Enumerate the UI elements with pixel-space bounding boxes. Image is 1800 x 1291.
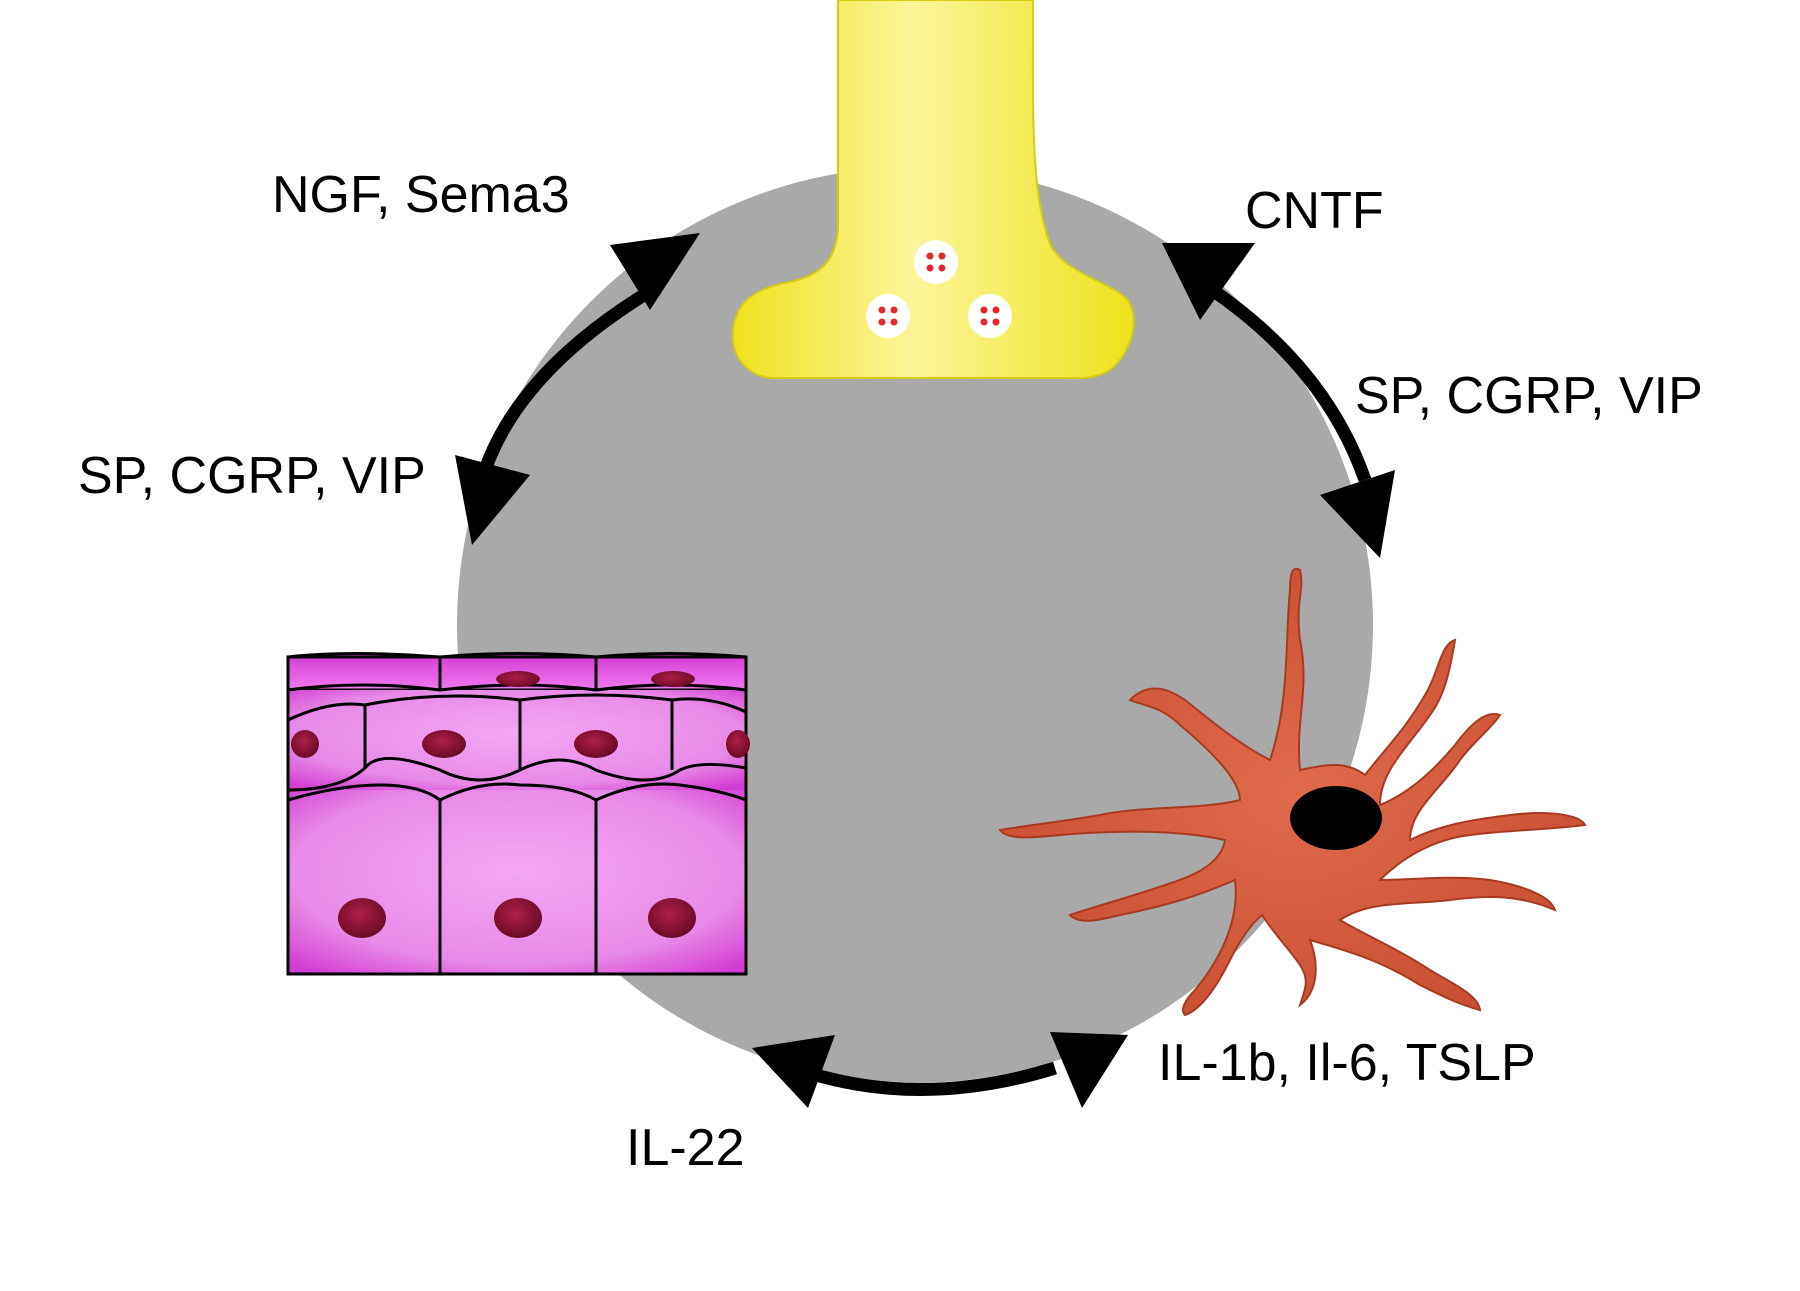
label-bottom-left: IL-22 [626,1119,745,1177]
label-top-right-clip [1375,228,1405,238]
arrows [455,233,1395,1108]
dendritic-cell-nucleus [1290,786,1382,850]
arrowhead-bottom-left [752,1035,835,1108]
label-left: SP, CGRP, VIP [78,447,426,505]
arrow-upper-left [478,284,656,473]
arrowhead-upper-left-top [610,233,700,310]
arrowhead-upper-left-bottom [455,455,530,545]
label-top-left: NGF, Sema3 [272,166,570,224]
arrowhead-upper-right-top [1162,243,1255,320]
arrowhead-bottom-right [1050,1032,1128,1108]
epithelium-icon [286,652,750,976]
arrowhead-upper-right-bottom [1320,470,1395,558]
dendritic-cell-icon [998,567,1587,1017]
label-right: SP, CGRP, VIP [1355,367,1703,425]
arrow-bottom [797,1061,1057,1096]
nerve-terminal-icon [731,0,1135,379]
vesicles [866,240,1012,338]
label-top-right: CNTF [1245,182,1384,240]
label-bottom-right: IL-1b, Il-6, TSLP [1158,1034,1536,1092]
